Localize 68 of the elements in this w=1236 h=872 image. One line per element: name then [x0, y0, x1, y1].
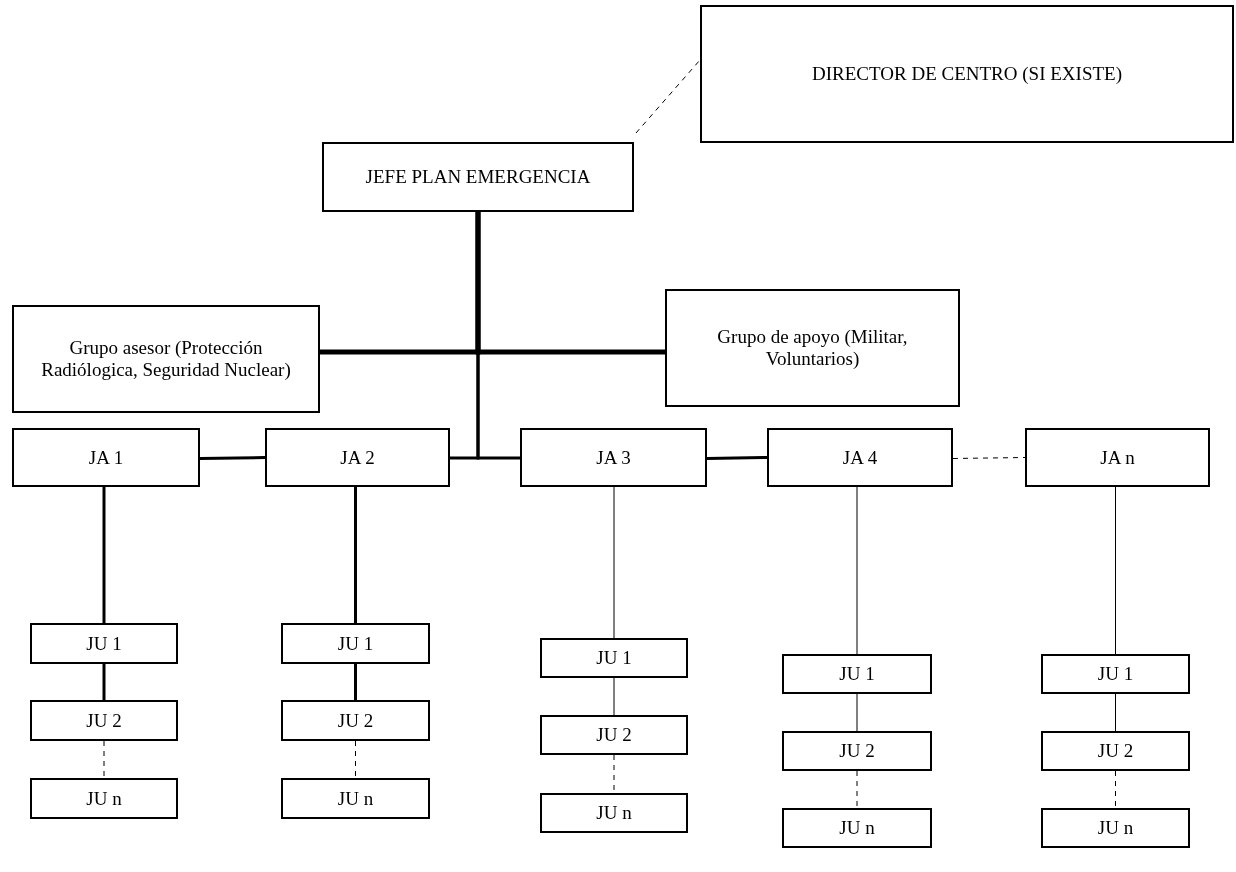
connector-line [856, 693, 858, 732]
unit-chief-box [30, 778, 178, 819]
node-text: DIRECTOR DE CENTRO (SI EXISTE) [812, 63, 1122, 85]
dashed-connector [856, 770, 858, 809]
node-text: Grupo asesor (Protección Radiólogica, Seguridad Nuclear) [40, 337, 292, 381]
unit-chief-box [1041, 654, 1190, 694]
unit-chief-box [540, 793, 688, 833]
connector-line [1115, 693, 1116, 732]
node-text: JU 2 [337, 709, 374, 732]
connector-line [354, 664, 357, 700]
role-box [700, 5, 1234, 143]
node-text: JU 2 [1097, 740, 1134, 762]
area-chief-box [520, 428, 707, 487]
node-text: JU n [596, 802, 632, 824]
node-text: Grupo de apoyo (Militar, Voluntarios) [716, 326, 909, 370]
connector-line [102, 664, 106, 700]
connector-line [199, 456, 266, 460]
connector-line [354, 487, 357, 623]
area-chief-box [12, 428, 200, 487]
node-text: JU n [839, 817, 875, 839]
node-text: JA 2 [340, 446, 375, 469]
connector-line [1115, 486, 1116, 655]
node-text: JU 2 [86, 709, 122, 732]
node-text: JEFE PLAN EMERGENCIA [365, 166, 591, 188]
node-text: JU 1 [1097, 663, 1134, 685]
unit-chief-box [281, 700, 430, 741]
unit-chief-box [782, 731, 932, 771]
node-text: JU 1 [839, 663, 875, 685]
unit-chief-box [1041, 731, 1190, 771]
node-text: JA 1 [88, 446, 124, 469]
unit-chief-box [1041, 808, 1190, 848]
dashed-connector [103, 740, 105, 779]
node-text: JA 3 [596, 446, 631, 469]
area-chief-box [265, 428, 450, 487]
dashed-connector [952, 457, 1026, 459]
node-text: JA 4 [842, 446, 878, 469]
dashed-connector [1115, 770, 1116, 809]
area-chief-box [1025, 428, 1210, 487]
node-text: JU 2 [596, 724, 632, 746]
unit-chief-box [540, 638, 688, 678]
node-text: JU 1 [337, 632, 374, 655]
unit-chief-box [782, 654, 932, 694]
connector-line [475, 212, 665, 355]
connector-line [102, 487, 106, 623]
unit-chief-box [30, 623, 178, 664]
dashed-connector [355, 740, 356, 779]
node-text: JU 1 [86, 632, 122, 655]
node-text: JU n [1097, 817, 1134, 839]
role-box [322, 142, 634, 212]
unit-chief-box [281, 778, 430, 819]
connector-line [856, 486, 858, 655]
node-text: JU n [337, 787, 374, 810]
role-box [12, 305, 320, 413]
unit-chief-box [281, 623, 430, 664]
node-text: JU 1 [596, 647, 632, 669]
connector-line [476, 212, 520, 460]
role-box [665, 289, 960, 407]
node-text: JU n [86, 787, 122, 810]
unit-chief-box [540, 715, 688, 755]
node-text: JA n [1100, 446, 1135, 469]
connector-line [706, 456, 768, 460]
connector-line [613, 677, 615, 716]
connector-line [613, 486, 615, 639]
unit-chief-box [782, 808, 932, 848]
dashed-connector [635, 59, 701, 134]
unit-chief-box [30, 700, 178, 741]
area-chief-box [767, 428, 953, 487]
node-text: JU 2 [839, 740, 875, 762]
